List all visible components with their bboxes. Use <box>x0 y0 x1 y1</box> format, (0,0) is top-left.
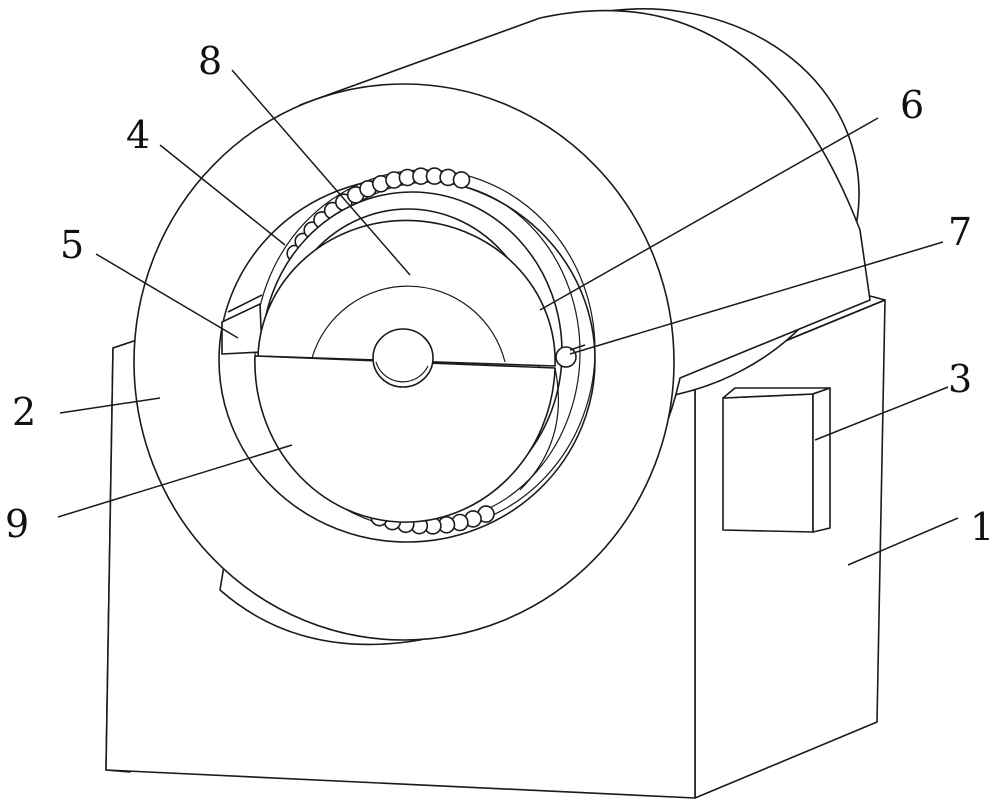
label-3: 3 <box>948 357 972 401</box>
label-4: 4 <box>126 113 150 157</box>
label-1: 1 <box>970 505 994 549</box>
hub <box>373 329 433 387</box>
label-2: 2 <box>12 390 36 434</box>
control-box <box>723 388 830 532</box>
label-7: 7 <box>948 210 972 254</box>
control-box-side <box>813 388 830 532</box>
pin-head <box>556 347 576 367</box>
label-6: 6 <box>900 83 924 127</box>
control-box-front <box>723 394 813 532</box>
bearing-ball <box>454 172 470 188</box>
hub-outer <box>373 329 433 387</box>
label-5: 5 <box>60 223 84 267</box>
label-9: 9 <box>5 502 29 546</box>
label-8: 8 <box>198 39 222 83</box>
